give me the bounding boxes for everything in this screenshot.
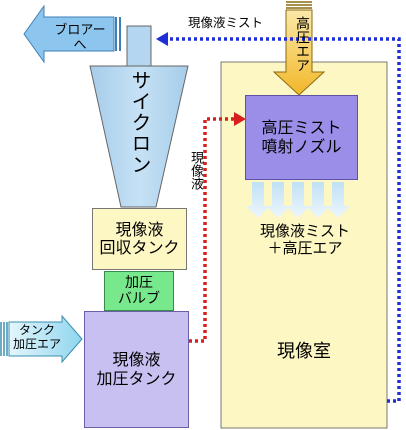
blower-label: ブロアーへ [54,23,106,53]
cyclone-outlet-pipe [126,25,152,67]
pressure-valve-box: 加圧 バルブ [104,271,174,311]
high-pressure-air-arrow [272,9,326,96]
mist-spray-arrows [246,182,350,218]
developer-mist-return-arrowhead [156,32,168,46]
developer-liquid-arrowhead [234,112,246,126]
high-pressure-air-arrow-tail [286,1,312,9]
pressurized-tank-label: 現像液 加圧タンク [96,350,177,388]
tank-air-arrow-tail [0,322,8,356]
developer-mist-return-label: 現像液ミスト [188,15,264,30]
high-pressure-air-label: 高圧エア [294,16,310,72]
blower-arrow-tail [115,17,121,51]
high-pressure-nozzle-label: 高圧ミスト 噴射ノズル [261,118,342,156]
tank-air-arrow [8,314,83,364]
cyclone-label: サイクロン [128,70,152,175]
developing-chamber-label: 現像室 [277,341,331,362]
developer-liquid-line [189,117,236,343]
pressure-valve-label: 加圧 バルブ [118,274,160,307]
recovery-tank-box: 現像液 回収タンク [92,208,187,270]
tank-air-label: タンク 加圧エア [12,323,61,351]
developer-liquid-label: 現像液 [188,150,203,190]
blower-arrow [23,4,115,64]
cyclone-shape [89,65,189,208]
mist-plus-air-label: 現像液ミスト ＋高圧エア [259,222,350,258]
high-pressure-nozzle-box: 高圧ミスト 噴射ノズル [245,95,358,180]
recovery-tank-label: 現像液 回収タンク [99,219,180,257]
pressurized-tank-box: 現像液 加圧タンク [84,311,189,428]
developer-mist-return-line [166,37,401,403]
